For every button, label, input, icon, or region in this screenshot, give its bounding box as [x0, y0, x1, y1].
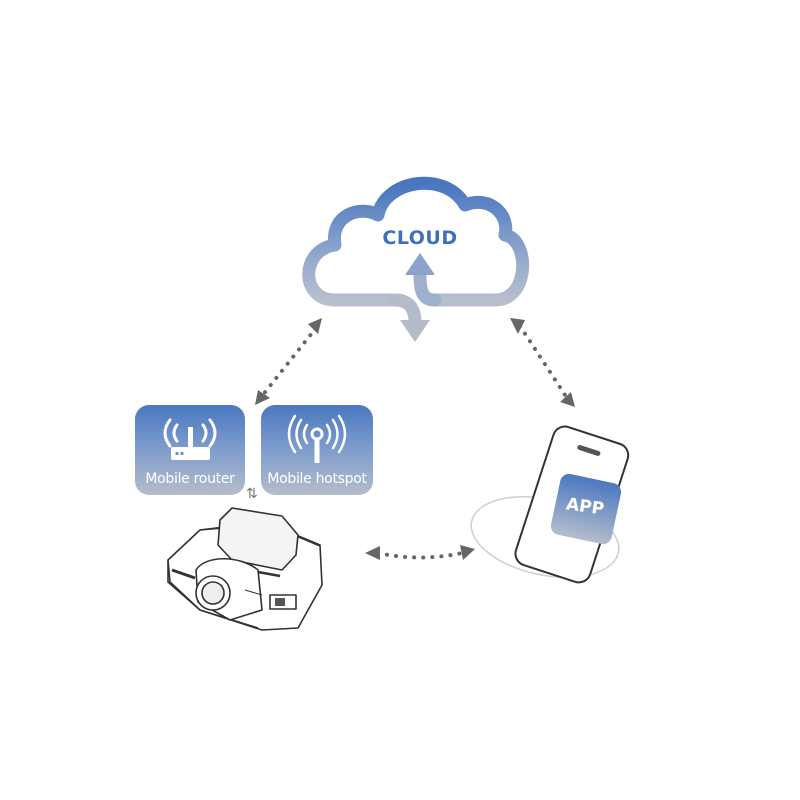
cloud-label: CLOUD: [382, 227, 458, 249]
antenna-signal-icon: [287, 414, 347, 463]
cloud-icon: [302, 176, 530, 342]
mobile-router-tile: Mobile router: [135, 405, 245, 495]
connector-cloud-app: [510, 318, 575, 407]
mobile-router-label: Mobile router: [145, 471, 235, 487]
connector-dashcam-app: [365, 545, 475, 560]
router-icon: [163, 418, 217, 460]
mobile-hotspot-tile: Mobile hotspot: [261, 405, 373, 495]
app-tile: [550, 473, 622, 545]
connector-router-cloud: [255, 318, 322, 405]
dashcam-icon: [167, 507, 323, 631]
mobile-hotspot-label: Mobile hotspot: [267, 471, 367, 487]
swap-arrows-icon: ⇅: [246, 486, 258, 502]
